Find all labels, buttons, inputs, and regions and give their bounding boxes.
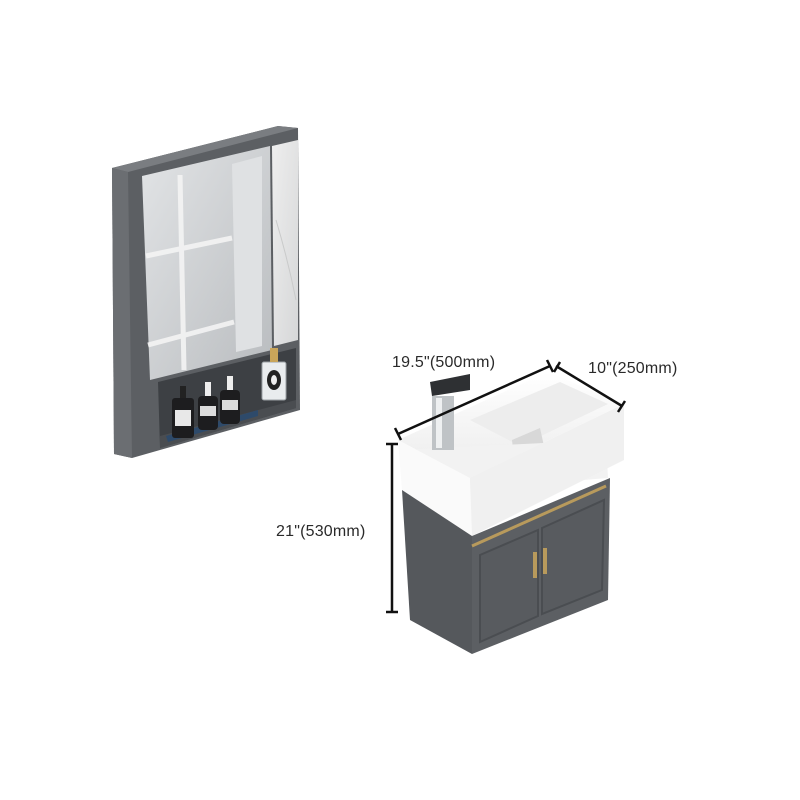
dimension-lines <box>386 359 627 614</box>
vanity-cabinet <box>398 372 624 654</box>
pump-bottle <box>198 382 218 430</box>
door-handle <box>543 548 547 574</box>
depth-dimension-label: 10"(250mm) <box>588 360 678 377</box>
pump-bottle <box>220 376 240 424</box>
door-right <box>541 498 606 616</box>
mirror-cabinet <box>112 126 300 458</box>
door-handle <box>533 552 537 578</box>
door-left <box>479 528 539 644</box>
perfume-bottle <box>261 348 287 401</box>
soap-bottle <box>172 386 194 438</box>
mirror-door-right <box>272 140 298 346</box>
height-dimension-label: 21"(530mm) <box>276 523 366 540</box>
faucet <box>430 374 470 450</box>
width-dimension-label: 19.5"(500mm) <box>392 354 496 371</box>
